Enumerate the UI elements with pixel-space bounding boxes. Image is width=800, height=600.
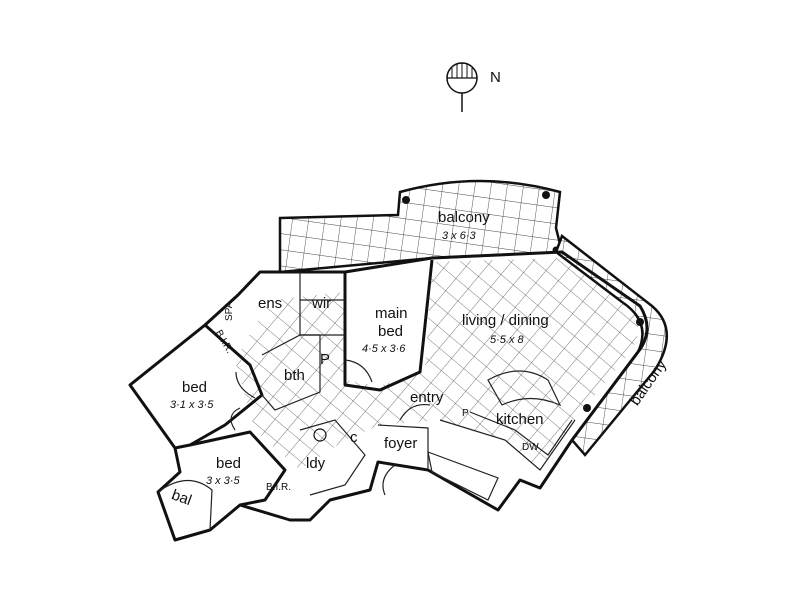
bir2-label: B.I.R.	[266, 482, 291, 493]
tiled-floor	[235, 258, 639, 470]
main-bed-dims: 4·5 x 3·6	[362, 343, 406, 355]
north-label: N	[490, 69, 501, 86]
main-bed-label: main	[375, 305, 408, 322]
bed1-dims: 3·1 x 3·5	[170, 399, 214, 411]
bed2-dims: 3 x 3·5	[206, 475, 241, 487]
living-dims: 5·5 x 8	[490, 334, 525, 346]
foyer-label: foyer	[384, 435, 417, 452]
balcony-top-area	[278, 179, 564, 274]
bal-label: bal	[169, 486, 194, 509]
pantry-p-label: P	[320, 351, 330, 368]
bir1-label: B.I.R.	[213, 328, 235, 355]
kitchen-p-label: P	[462, 408, 469, 419]
living-label: living / dining	[462, 312, 549, 329]
c-label: c	[350, 429, 358, 446]
outer-walls	[128, 250, 649, 542]
spa-label: SPA	[224, 301, 235, 321]
main-bed-label-2: bed	[378, 323, 403, 340]
ens-label: ens	[258, 295, 282, 312]
kitchen-label: kitchen	[496, 411, 544, 428]
balcony-top-dims: 3 x 6·3	[442, 230, 477, 242]
entry-label: entry	[410, 389, 444, 406]
bed2-label: bed	[216, 455, 241, 472]
wir-label: wir	[311, 295, 331, 312]
dw-label: DW	[522, 442, 539, 453]
balcony-top-label: balcony	[438, 209, 490, 226]
bth-label: bth	[284, 367, 305, 384]
ldy-label: ldy	[306, 455, 326, 472]
main-bed-walls	[343, 259, 434, 392]
bed1-label: bed	[182, 379, 207, 396]
north-arrow-icon	[446, 62, 478, 112]
